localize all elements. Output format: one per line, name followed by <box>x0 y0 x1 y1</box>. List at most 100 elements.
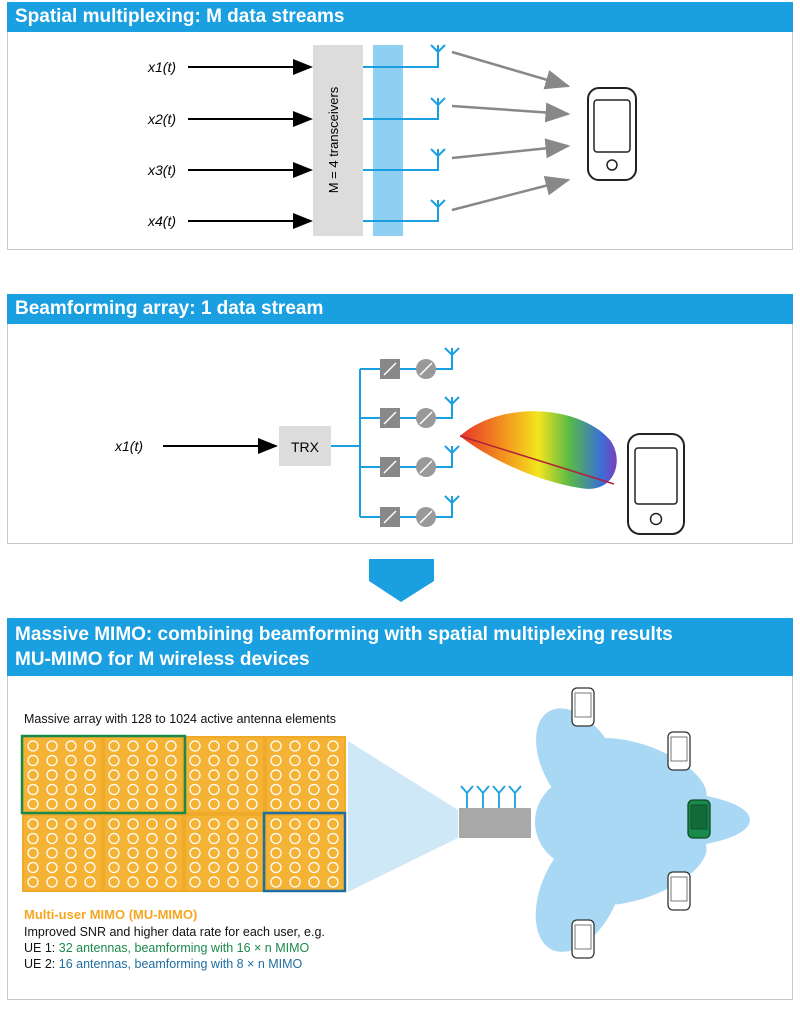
antenna-element <box>165 861 177 874</box>
antenna-element <box>65 754 77 767</box>
antenna-element <box>208 861 220 874</box>
antenna-element <box>308 798 320 810</box>
antenna-element <box>327 832 339 845</box>
antenna-element <box>165 876 177 888</box>
antenna-element <box>327 783 339 796</box>
input-label-2: x2(t) <box>147 111 176 127</box>
ue-device-lower-right <box>667 871 691 911</box>
beam-axis <box>459 435 615 485</box>
antenna-element <box>227 769 239 781</box>
antenna-element <box>108 769 120 781</box>
down-arrow <box>369 559 434 602</box>
antenna-element <box>270 847 282 859</box>
antenna-element <box>108 740 120 752</box>
antenna-element <box>27 754 39 767</box>
ue-device-bottom <box>571 919 595 959</box>
antenna-element <box>127 740 139 752</box>
antenna-element <box>27 798 39 810</box>
antenna-element <box>165 832 177 845</box>
antenna-element <box>246 832 258 845</box>
antenna-element <box>46 754 58 767</box>
antenna-element <box>189 861 201 874</box>
antenna-element <box>65 769 77 781</box>
antenna-element <box>146 754 158 767</box>
antenna-element <box>208 818 220 830</box>
antenna-element <box>27 861 39 874</box>
antenna-element <box>227 783 239 796</box>
antenna-element <box>146 818 158 830</box>
antenna-element <box>308 783 320 796</box>
panel1-diagram: x1(t) x2(t) x3(t) x4(t) M = 4 transceive… <box>147 44 637 260</box>
antenna-element <box>208 847 220 859</box>
plus-sign: + <box>390 253 410 260</box>
gain-controls <box>416 359 436 527</box>
panel3-title-line2: MU-MIMO for M wireless devices <box>15 649 310 670</box>
antenna-element <box>308 769 320 781</box>
antenna-element <box>165 798 177 810</box>
antenna-element <box>65 861 77 874</box>
antenna-element <box>84 740 96 752</box>
antenna-element <box>84 876 96 888</box>
antenna-element <box>189 876 201 888</box>
base-station-antennas <box>460 785 522 808</box>
antenna-element <box>327 754 339 767</box>
antenna-element <box>65 876 77 888</box>
input-label-4: x4(t) <box>147 213 176 229</box>
antenna-element <box>165 818 177 830</box>
antenna-element <box>289 861 301 874</box>
antenna-element <box>208 754 220 767</box>
antenna-element <box>46 876 58 888</box>
phase-shifters <box>380 359 400 527</box>
antenna-element <box>27 832 39 845</box>
antenna-element <box>127 818 139 830</box>
ue1-line: UE 1: 32 antennas, beamforming with 16 ×… <box>24 940 309 956</box>
antenna-element <box>227 832 239 845</box>
bf-feed-tree <box>331 347 460 518</box>
radio-paths <box>451 50 571 212</box>
antenna-element <box>65 740 77 752</box>
antenna-element <box>46 798 58 810</box>
antenna-element <box>46 740 58 752</box>
antenna-element <box>146 876 158 888</box>
antenna-element <box>327 798 339 810</box>
panel3-title-line1: Massive MIMO: combining beamforming with… <box>15 624 673 645</box>
antenna-element <box>84 818 96 830</box>
antenna-element <box>46 818 58 830</box>
antenna-feeds <box>363 44 446 222</box>
antenna-element <box>327 847 339 859</box>
antenna-element <box>246 847 258 859</box>
antenna-element <box>165 754 177 767</box>
antenna-element <box>208 740 220 752</box>
antenna-element <box>246 861 258 874</box>
antenna-element <box>308 876 320 888</box>
input-label-3: x3(t) <box>147 162 176 178</box>
bf-phone-icon <box>627 433 685 535</box>
antenna-element <box>289 783 301 796</box>
ue-device-upper-right <box>667 731 691 771</box>
antenna-element <box>46 832 58 845</box>
antenna-element <box>289 798 301 810</box>
antenna-element <box>227 847 239 859</box>
antenna-element <box>189 783 201 796</box>
antenna-element <box>84 783 96 796</box>
antenna-element <box>289 740 301 752</box>
panel2-title: Beamforming array: 1 data stream <box>7 294 793 324</box>
antenna-element <box>84 847 96 859</box>
antenna-element <box>165 769 177 781</box>
antenna-element <box>84 832 96 845</box>
antenna-element <box>146 769 158 781</box>
antenna-element <box>108 783 120 796</box>
antenna-element <box>270 740 282 752</box>
antenna-element <box>270 798 282 810</box>
antenna-element <box>270 818 282 830</box>
base-station <box>459 808 531 838</box>
panel1-title: Spatial multiplexing: M data streams <box>7 2 793 32</box>
antenna-element <box>108 861 120 874</box>
array-caption: Massive array with 128 to 1024 active an… <box>24 712 336 726</box>
ue2-line: UE 2: 16 antennas, beamforming with 8 × … <box>24 956 302 972</box>
mu-beam-lobes <box>535 708 750 952</box>
antenna-element <box>327 876 339 888</box>
transceiver-label: M = 4 transceivers <box>326 86 341 193</box>
panel3-title: Massive MIMO: combining beamforming with… <box>7 618 793 676</box>
